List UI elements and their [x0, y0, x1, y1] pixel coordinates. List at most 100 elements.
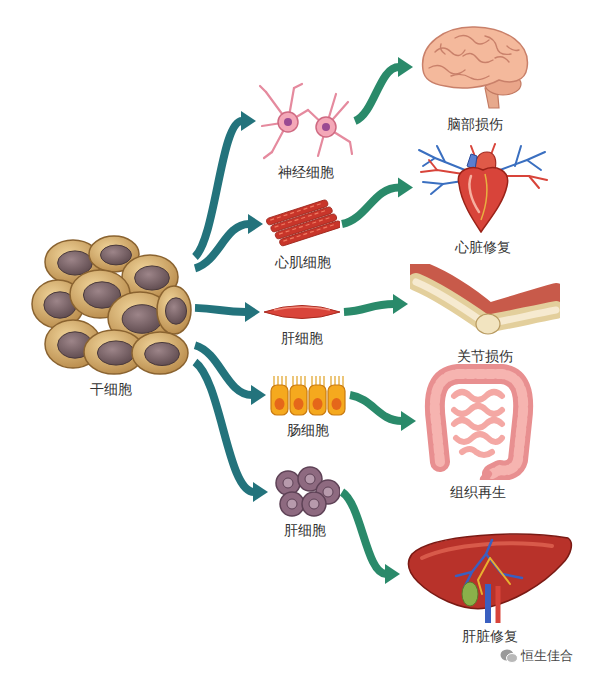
- arrow-shaft: [355, 67, 399, 121]
- stem-cell: [157, 286, 191, 334]
- brain-fold: [463, 53, 493, 62]
- arrow-shaft: [342, 188, 399, 225]
- artery: [429, 160, 437, 170]
- label-row: 肝细胞: [262, 326, 342, 347]
- cell-nucleus: [275, 398, 285, 410]
- cell-nucleus: [145, 342, 180, 365]
- arrow-head: [253, 482, 268, 502]
- neuron-body: [316, 117, 336, 137]
- icon-bubble: [507, 654, 518, 663]
- differentiation-arrow: [195, 302, 260, 322]
- hepatocyte: [302, 492, 326, 516]
- cell-nucleus: [97, 341, 134, 365]
- gallbladder: [462, 582, 478, 606]
- cilium: [323, 376, 324, 386]
- heart-body: [458, 168, 507, 232]
- vena-cava: [485, 584, 491, 623]
- vein: [515, 146, 521, 166]
- cell-nucleus: [323, 487, 333, 497]
- illustration: [265, 198, 340, 250]
- dendrite: [264, 152, 272, 158]
- application-node: 肝脏修复: [402, 524, 577, 645]
- neuron-cells: [258, 82, 353, 160]
- node-label: 心脏修复: [455, 238, 511, 256]
- illustration: [268, 372, 348, 418]
- columnar-cell: [328, 385, 345, 415]
- hepatic-artery: [496, 586, 501, 623]
- cell-nucleus: [135, 266, 170, 290]
- spindle-cell: [264, 306, 340, 319]
- cell-highlight: [274, 307, 330, 310]
- cilium: [342, 376, 343, 386]
- dendrite: [260, 86, 266, 92]
- arrow-shaft: [342, 492, 386, 574]
- arrow-head: [393, 294, 408, 314]
- label-row: 神经细胞: [258, 160, 353, 181]
- coronary-vessel: [481, 174, 487, 220]
- cell-nucleus: [309, 499, 319, 509]
- brain-fold: [495, 57, 509, 62]
- arrow-head: [251, 385, 266, 405]
- intestinal-cells: [268, 372, 348, 418]
- node-label: 脑部损伤: [447, 115, 503, 133]
- columnar-cell: [309, 385, 326, 415]
- brain-illustration: [415, 22, 535, 112]
- illustration: [258, 82, 353, 160]
- dendrite: [350, 142, 352, 154]
- neuron-body: [278, 112, 298, 132]
- node-label: 关节损伤: [457, 347, 513, 365]
- brain-fold: [435, 48, 465, 56]
- application-arrow: [350, 395, 416, 431]
- cell-nucleus: [332, 398, 342, 410]
- cell-nucleus: [165, 298, 186, 324]
- muscle-cell: [262, 298, 342, 326]
- arrow-shaft: [195, 224, 249, 268]
- label-row: 心肌细胞: [265, 250, 340, 271]
- brain-fold: [441, 44, 446, 54]
- cell-nucleus: [294, 398, 304, 410]
- cell-nucleus: [101, 245, 132, 265]
- columnar-cell: [290, 385, 307, 415]
- portal-vein: [456, 540, 522, 588]
- cell-nucleus: [322, 123, 330, 131]
- differentiation-arrow: [195, 214, 263, 268]
- vein: [527, 160, 541, 170]
- brain-fold: [451, 74, 489, 79]
- arrow-shaft: [350, 395, 402, 421]
- arrow-head: [398, 57, 413, 77]
- cell-type-node: 肠细胞: [268, 372, 348, 439]
- joint-illustration: [410, 264, 560, 344]
- bile-duct: [478, 558, 510, 594]
- stem-cell: [132, 332, 188, 374]
- arrow-shaft: [195, 308, 246, 312]
- arrow-head: [398, 178, 413, 198]
- small-intestine: [454, 392, 502, 455]
- illustration: [410, 264, 560, 344]
- heart-highlight: [469, 176, 479, 212]
- arrow-shaft: [195, 121, 242, 257]
- fiber-stripe: [283, 224, 334, 241]
- hepatocyte: [276, 471, 300, 495]
- cell-type-node: 心肌细胞: [265, 198, 340, 271]
- hepatocyte: [280, 492, 304, 516]
- arrow-shaft: [195, 362, 254, 492]
- artery: [421, 170, 463, 174]
- stem-cell-node: 干细胞: [28, 232, 193, 398]
- illustration: [262, 298, 342, 326]
- label-row: 干细胞: [28, 377, 193, 398]
- application-arrow: [355, 57, 413, 121]
- arrow-head: [245, 302, 260, 322]
- columnar-cell: [271, 385, 288, 415]
- vein: [437, 146, 445, 162]
- illustration: [28, 232, 193, 377]
- cell-nucleus: [284, 118, 292, 126]
- node-label: 组织再生: [450, 483, 506, 501]
- label-row: 肠细胞: [268, 418, 348, 439]
- arrow-head: [241, 111, 256, 131]
- cilium: [285, 376, 286, 386]
- node-label: 肠细胞: [287, 421, 329, 439]
- watermark: 恒生佳合: [521, 648, 573, 664]
- node-label: 神经细胞: [278, 163, 334, 181]
- application-arrow: [344, 294, 408, 314]
- application-arrow: [342, 492, 400, 584]
